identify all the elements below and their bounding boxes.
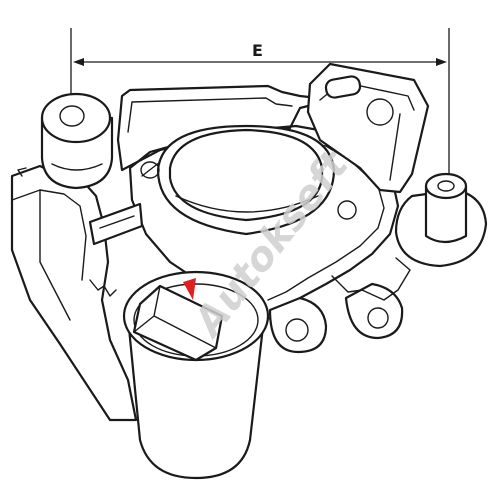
dimension-arrow-left — [73, 58, 84, 66]
slot-tab-outline — [88, 202, 144, 246]
right-post-flange — [394, 188, 488, 268]
left-post-hole — [59, 105, 85, 127]
lug-ridge — [331, 257, 411, 301]
right-post-body — [424, 184, 468, 244]
brush-holder-body — [126, 316, 266, 480]
slot-tab-slot — [99, 215, 135, 229]
lug-right-hole — [367, 307, 389, 329]
lug-left — [268, 296, 328, 354]
left-housing-block — [10, 164, 138, 422]
dome-body — [168, 128, 324, 222]
slot-tab — [88, 202, 144, 246]
left-terminal-post — [40, 92, 114, 190]
right-post-top — [424, 172, 468, 200]
lug-right — [344, 282, 404, 340]
left-post-ridge — [51, 163, 103, 171]
connector-terminal-pin — [324, 75, 362, 99]
dimension-e: E — [70, 28, 450, 190]
right-post-hole — [437, 180, 455, 192]
lug-left-hole — [285, 318, 309, 342]
left-post-top — [40, 92, 112, 144]
dimension-label: E — [252, 41, 263, 60]
left-block-vertical-edge — [39, 189, 71, 321]
right-terminal-post — [394, 172, 488, 268]
plate-hole-left — [140, 161, 160, 179]
plate-hole-right — [337, 200, 357, 220]
mounting-lugs — [268, 257, 411, 354]
top-frame-inner-edge — [127, 97, 293, 133]
dome-rim-line — [175, 195, 319, 213]
connector-block — [306, 62, 430, 194]
brush-holder — [122, 270, 270, 480]
left-block-clip — [89, 279, 117, 297]
connector-block-side-edge — [389, 113, 401, 181]
left-block-notch — [17, 167, 27, 177]
carbon-brush-face — [153, 315, 217, 349]
connector-block-hole — [366, 98, 394, 126]
central-dome — [140, 124, 357, 236]
left-block-face-edge — [11, 189, 87, 281]
dimension-arrow-right — [436, 58, 447, 66]
left-block-outline — [10, 164, 138, 422]
watermark-accent-icon — [183, 278, 196, 300]
